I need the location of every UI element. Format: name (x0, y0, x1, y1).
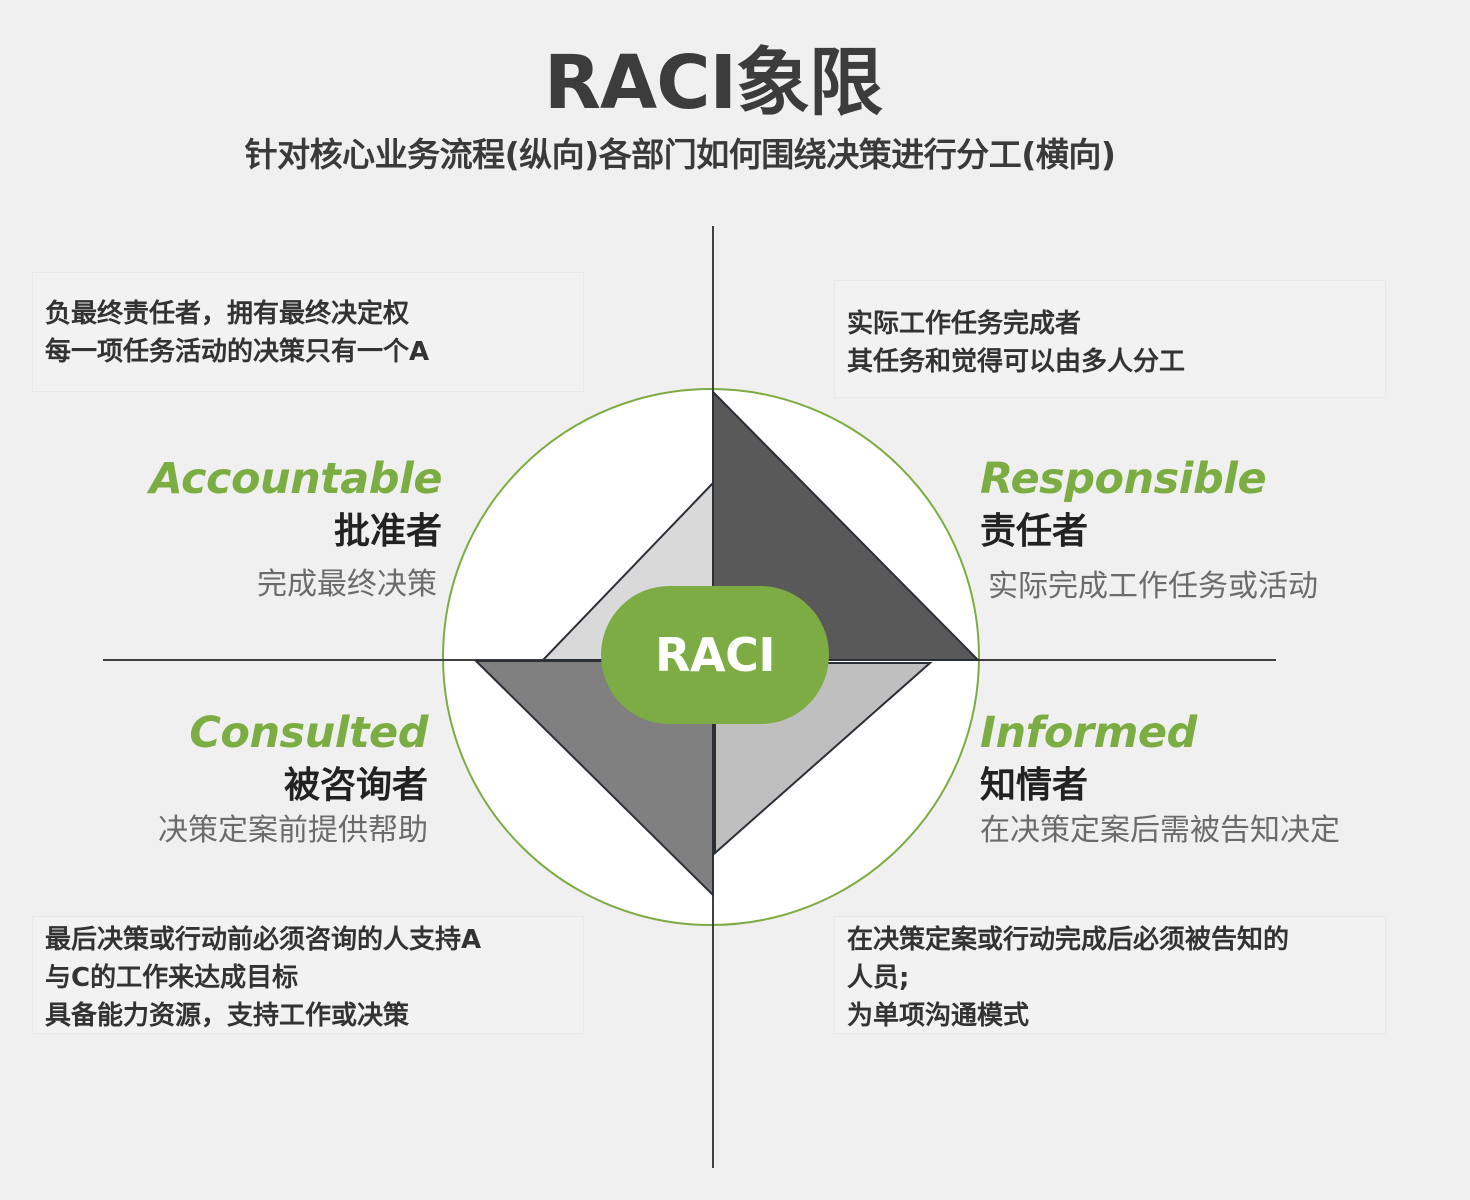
informed-description-line: 人员; (847, 963, 910, 993)
informed-note: 在决策定案后需被告知决定 (980, 813, 1340, 848)
informed-role: Informed 知情者 在决策定案后需被告知决定 (980, 706, 1340, 854)
responsible-description-line: 其任务和觉得可以由多人分工 (847, 347, 1186, 377)
raci-center-badge: RACI (601, 586, 829, 724)
accountable-note: 完成最终决策 (257, 567, 437, 602)
responsible-role: Responsible 责任者 实际完成工作任务或活动 (980, 452, 1318, 610)
informed-description-box: 在决策定案或行动完成后必须被告知的 人员; 为单项沟通模式 (834, 916, 1386, 1034)
accountable-chinese-label: 批准者 (333, 511, 442, 552)
accountable-english-label: Accountable (149, 454, 443, 504)
consulted-chinese-label: 被咨询者 (283, 765, 428, 806)
responsible-note: 实际完成工作任务或活动 (988, 569, 1318, 604)
accountable-description-line: 每一项任务活动的决策只有一个A (45, 337, 430, 367)
consulted-note: 决策定案前提供帮助 (158, 813, 428, 848)
consulted-description-line: 与C的工作来达成目标 (45, 963, 299, 993)
informed-description-line: 在决策定案或行动完成后必须被告知的 (847, 925, 1290, 955)
consulted-description-box: 最后决策或行动前必须咨询的人支持A 与C的工作来达成目标 具备能力资源，支持工作… (32, 916, 584, 1034)
consulted-description-line: 最后决策或行动前必须咨询的人支持A (45, 925, 482, 955)
accountable-description-line: 负最终责任者，拥有最终决定权 (45, 299, 410, 329)
consulted-english-label: Consulted (189, 708, 428, 758)
accountable-role: Accountable 批准者 完成最终决策 (149, 452, 443, 608)
informed-chinese-label: 知情者 (980, 765, 1089, 806)
page-title: RACI象限 (543, 40, 883, 126)
responsible-english-label: Responsible (980, 454, 1267, 504)
page-subtitle: 针对核心业务流程(纵向)各部门如何围绕决策进行分工(横向) (244, 135, 1116, 174)
responsible-chinese-label: 责任者 (980, 511, 1089, 552)
responsible-description-line: 实际工作任务完成者 (847, 309, 1082, 339)
informed-english-label: Informed (980, 708, 1197, 758)
consulted-description-line: 具备能力资源，支持工作或决策 (45, 1001, 410, 1031)
consulted-role: Consulted 被咨询者 决策定案前提供帮助 (158, 706, 429, 854)
informed-description-line: 为单项沟通模式 (847, 1001, 1030, 1031)
responsible-description-box: 实际工作任务完成者 其任务和觉得可以由多人分工 (834, 280, 1386, 398)
accountable-description-box: 负最终责任者，拥有最终决定权 每一项任务活动的决策只有一个A (32, 272, 584, 392)
